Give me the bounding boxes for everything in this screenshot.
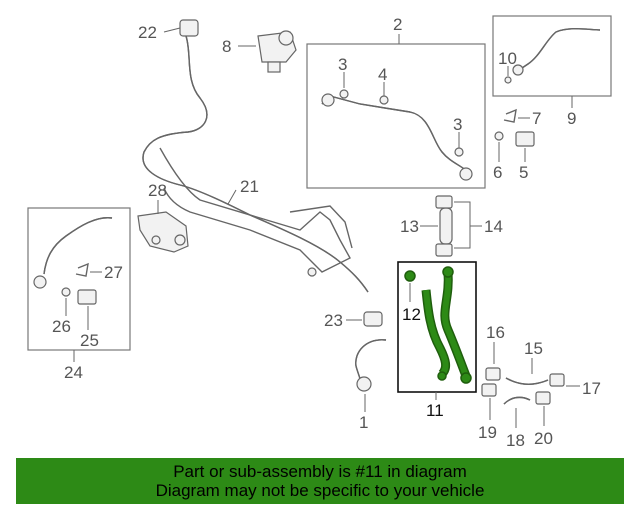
part-18-hose — [503, 396, 531, 405]
callout-15[interactable]: 15 — [524, 339, 543, 358]
parts-diagram: 22 8 2 3 4 3 9 10 7 6 5 — [27, 15, 612, 450]
part-10-oring — [504, 76, 512, 84]
callout-3a[interactable]: 3 — [338, 55, 347, 74]
callout-13[interactable]: 13 — [400, 217, 419, 236]
part-11-box — [397, 261, 477, 393]
part-13-hose — [435, 195, 453, 257]
callout-12[interactable]: 12 — [402, 305, 421, 324]
part-28-housing — [137, 211, 189, 253]
callout-23[interactable]: 23 — [324, 311, 343, 330]
callout-21[interactable]: 21 — [240, 177, 259, 196]
part-8-valve — [257, 30, 297, 73]
callout-1[interactable]: 1 — [359, 413, 368, 432]
callout-26[interactable]: 26 — [52, 317, 71, 336]
callout-9[interactable]: 9 — [567, 109, 576, 128]
callout-20[interactable]: 20 — [534, 429, 553, 448]
callout-22[interactable]: 22 — [138, 23, 157, 42]
callout-10[interactable]: 10 — [498, 49, 517, 68]
callout-27[interactable]: 27 — [104, 263, 123, 282]
part-20-clamp — [535, 391, 551, 405]
callout-16[interactable]: 16 — [486, 323, 505, 342]
banner-line-2: Diagram may not be specific to your vehi… — [155, 481, 485, 500]
callout-18[interactable]: 18 — [506, 431, 525, 450]
part-27-clip — [75, 262, 89, 277]
part-15-hose — [505, 377, 549, 385]
callout-2[interactable]: 2 — [393, 15, 402, 34]
callout-4[interactable]: 4 — [378, 65, 387, 84]
part-9-box — [492, 15, 612, 97]
part-4-bolt — [379, 95, 389, 105]
part-2-box — [306, 43, 486, 189]
part-7-clip — [503, 108, 517, 123]
part-24-hose — [33, 217, 113, 289]
part-1-hose — [355, 339, 387, 392]
callout-8[interactable]: 8 — [222, 37, 231, 56]
part-17-clamp — [549, 373, 565, 387]
part-25-sensor — [77, 289, 97, 305]
callout-28[interactable]: 28 — [148, 181, 167, 200]
info-banner: Part or sub-assembly is #11 in diagram D… — [16, 458, 624, 504]
callout-6[interactable]: 6 — [493, 163, 502, 182]
part-9-hose — [512, 28, 601, 76]
part-12-oring — [404, 270, 416, 282]
part-3-washer-b — [454, 147, 464, 157]
callout-3b[interactable]: 3 — [453, 115, 462, 134]
callout-5[interactable]: 5 — [519, 163, 528, 182]
part-19-clamp — [481, 383, 497, 397]
part-21-pipe-assembly — [159, 147, 353, 277]
banner-line-1: Part or sub-assembly is #11 in diagram — [173, 462, 467, 481]
part-2-pipe — [321, 93, 473, 181]
callout-19[interactable]: 19 — [478, 423, 497, 442]
callout-7[interactable]: 7 — [532, 109, 541, 128]
part-26-oring — [61, 287, 71, 297]
part-24-box — [27, 207, 131, 351]
callout-14[interactable]: 14 — [484, 217, 503, 236]
part-23-clamp — [363, 311, 383, 327]
callout-17[interactable]: 17 — [582, 379, 601, 398]
callout-25[interactable]: 25 — [80, 331, 99, 350]
part-11-pipe-highlighted[interactable] — [421, 266, 472, 384]
part-22-hose — [142, 19, 369, 293]
part-3-washer-a — [339, 89, 349, 99]
part-5-sensor — [515, 131, 535, 147]
part-16-clamp — [485, 367, 501, 381]
callout-11[interactable]: 11 — [426, 401, 444, 420]
part-6-oring — [494, 131, 504, 141]
callout-24[interactable]: 24 — [64, 363, 83, 382]
